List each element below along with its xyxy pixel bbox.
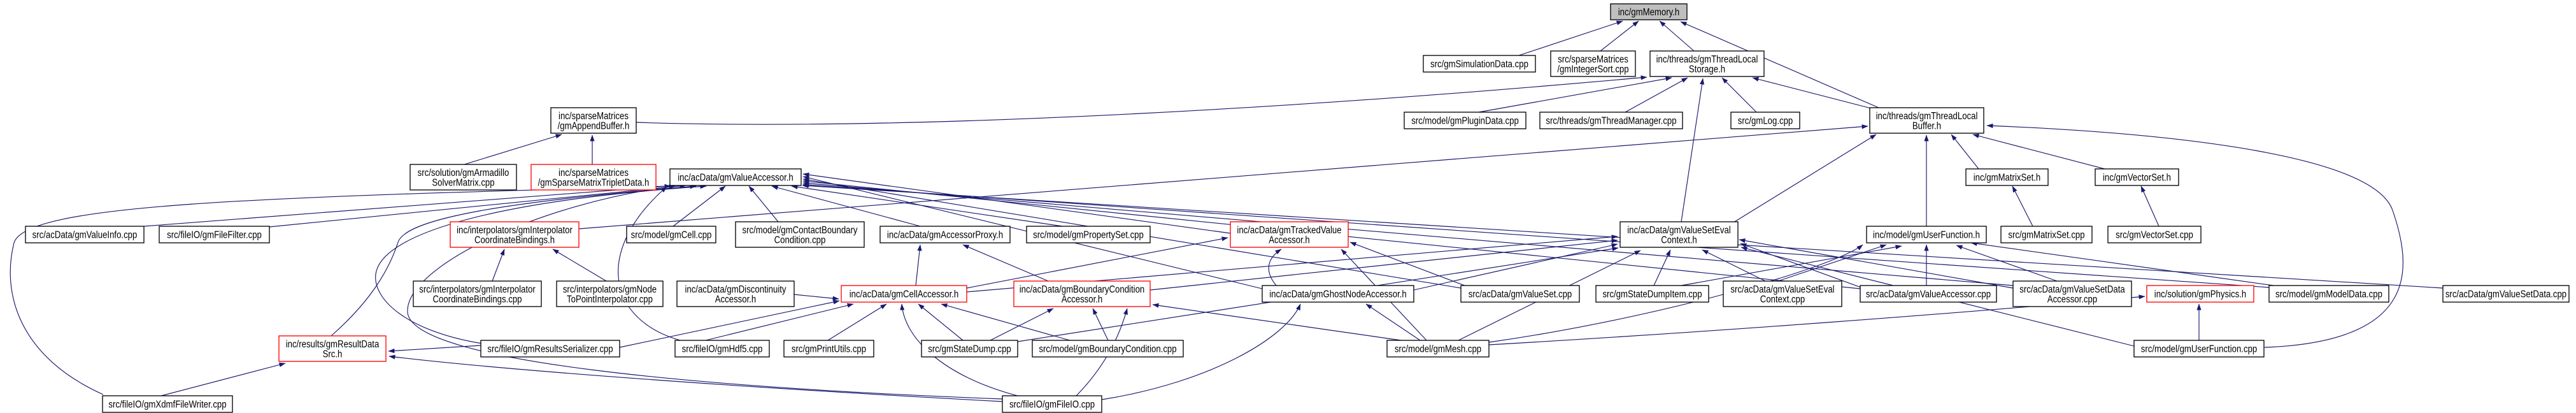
svg-text:src/model/gmCell.cpp: src/model/gmCell.cpp (631, 230, 712, 241)
svg-text:inc/acData/gmTrackedValue: inc/acData/gmTrackedValue (1237, 225, 1341, 236)
svg-text:inc/acData/gmDiscontinuity: inc/acData/gmDiscontinuity (685, 284, 786, 295)
svg-text:inc/gmMatrixSet.h: inc/gmMatrixSet.h (1974, 173, 2041, 184)
svg-text:Src.h: Src.h (323, 349, 343, 359)
svg-text:Context.h: Context.h (1661, 235, 1697, 245)
svg-text:src/acData/gmValueSetEval: src/acData/gmValueSetEval (1730, 284, 1834, 295)
svg-text:src/fileIO/gmFileFilter.cpp: src/fileIO/gmFileFilter.cpp (167, 230, 262, 241)
svg-text:src/fileIO/gmHdf5.cpp: src/fileIO/gmHdf5.cpp (682, 344, 763, 355)
svg-text:inc/acData/gmCellAccessor.h: inc/acData/gmCellAccessor.h (850, 289, 959, 300)
svg-text:inc/acData/gmAccessorProxy.h: inc/acData/gmAccessorProxy.h (887, 230, 1003, 241)
svg-text:src/acData/gmValueInfo.cpp: src/acData/gmValueInfo.cpp (32, 230, 138, 241)
svg-text:inc/gmVectorSet.h: inc/gmVectorSet.h (2103, 173, 2171, 184)
svg-text:inc/solution/gmPhysics.h: inc/solution/gmPhysics.h (2154, 289, 2246, 300)
svg-text:src/acData/gmValueSetData: src/acData/gmValueSetData (2019, 284, 2125, 295)
svg-text:CoordinateBindings.h: CoordinateBindings.h (474, 235, 555, 245)
svg-text:Buffer.h: Buffer.h (1912, 120, 1941, 131)
svg-text:src/model/gmContactBoundary: src/model/gmContactBoundary (743, 225, 858, 236)
svg-text:src/model/gmUserFunction.cpp: src/model/gmUserFunction.cpp (2141, 344, 2258, 355)
svg-text:src/gmMatrixSet.cpp: src/gmMatrixSet.cpp (2008, 230, 2084, 241)
svg-text:src/threads/gmThreadManager.cp: src/threads/gmThreadManager.cpp (1546, 116, 1676, 127)
svg-text:inc/sparseMatrices: inc/sparseMatrices (559, 111, 629, 122)
svg-text:src/gmStateDump.cpp: src/gmStateDump.cpp (928, 344, 1011, 355)
svg-text:Accessor.h: Accessor.h (1062, 294, 1103, 305)
svg-text:src/gmLog.cpp: src/gmLog.cpp (1738, 116, 1793, 127)
svg-text:SolverMatrix.cpp: SolverMatrix.cpp (432, 177, 494, 188)
svg-text:inc/threads/gmThreadLocal: inc/threads/gmThreadLocal (1656, 54, 1758, 65)
svg-text:inc/acData/gmBoundaryCondition: inc/acData/gmBoundaryCondition (1020, 284, 1145, 295)
svg-text:src/sparseMatrices: src/sparseMatrices (1558, 54, 1628, 65)
svg-text:src/model/gmPropertySet.cpp: src/model/gmPropertySet.cpp (1033, 230, 1144, 241)
svg-text:src/gmStateDumpItem.cpp: src/gmStateDumpItem.cpp (1602, 289, 1702, 300)
svg-text:src/model/gmMesh.cpp: src/model/gmMesh.cpp (1395, 344, 1481, 355)
svg-text:Accessor.h: Accessor.h (715, 294, 757, 305)
svg-text:Condition.cpp: Condition.cpp (774, 235, 826, 245)
svg-text:src/fileIO/gmFileIO.cpp: src/fileIO/gmFileIO.cpp (1009, 400, 1095, 410)
svg-text:inc/acData/gmGhostNodeAccessor: inc/acData/gmGhostNodeAccessor.h (1269, 289, 1407, 300)
svg-text:Context.cpp: Context.cpp (1760, 294, 1805, 305)
svg-text:src/interpolators/gmNode: src/interpolators/gmNode (563, 284, 657, 295)
svg-text:inc/threads/gmThreadLocal: inc/threads/gmThreadLocal (1876, 111, 1978, 122)
svg-text:inc/sparseMatrices: inc/sparseMatrices (559, 168, 629, 178)
svg-text:src/acData/gmValueSetData.cpp: src/acData/gmValueSetData.cpp (2445, 289, 2566, 300)
svg-text:Accessor.cpp: Accessor.cpp (2047, 294, 2097, 305)
svg-text:CoordinateBindings.cpp: CoordinateBindings.cpp (433, 294, 522, 305)
svg-text:inc/results/gmResultData: inc/results/gmResultData (286, 339, 380, 350)
svg-text:src/model/gmBoundaryCondition.: src/model/gmBoundaryCondition.cpp (1039, 344, 1176, 355)
svg-text:inc/model/gmUserFunction.h: inc/model/gmUserFunction.h (1873, 230, 1980, 241)
svg-text:src/acData/gmValueSet.cpp: src/acData/gmValueSet.cpp (1469, 289, 1572, 300)
svg-text:src/solution/gmArmadillo: src/solution/gmArmadillo (418, 168, 509, 178)
svg-text:src/fileIO/gmResultsSerializer: src/fileIO/gmResultsSerializer.cpp (487, 344, 613, 355)
svg-text:src/model/gmModelData.cpp: src/model/gmModelData.cpp (2275, 289, 2382, 300)
svg-text:Storage.h: Storage.h (1689, 64, 1725, 75)
svg-text:Accessor.h: Accessor.h (1269, 235, 1310, 245)
svg-text:src/gmSimulationData.cpp: src/gmSimulationData.cpp (1430, 59, 1528, 70)
svg-text:/gmSparseMatrixTripletData.h: /gmSparseMatrixTripletData.h (538, 177, 650, 188)
svg-text:/gmIntegerSort.cpp: /gmIntegerSort.cpp (1557, 64, 1628, 75)
svg-text:src/gmVectorSet.cpp: src/gmVectorSet.cpp (2116, 230, 2193, 241)
svg-text:inc/gmMemory.h: inc/gmMemory.h (1618, 7, 1680, 18)
svg-text:src/interpolators/gmInterpolat: src/interpolators/gmInterpolator (419, 284, 536, 295)
svg-text:src/model/gmPluginData.cpp: src/model/gmPluginData.cpp (1411, 116, 1519, 127)
svg-text:src/acData/gmValueAccessor.cpp: src/acData/gmValueAccessor.cpp (1866, 289, 1991, 300)
svg-text:inc/acData/gmValueSetEval: inc/acData/gmValueSetEval (1627, 225, 1731, 236)
svg-text:src/gmPrintUtils.cpp: src/gmPrintUtils.cpp (792, 344, 866, 355)
svg-text:inc/interpolators/gmInterpolat: inc/interpolators/gmInterpolator (457, 225, 573, 236)
svg-text:inc/acData/gmValueAccessor.h: inc/acData/gmValueAccessor.h (678, 173, 793, 184)
svg-text:/gmAppendBuffer.h: /gmAppendBuffer.h (558, 120, 630, 131)
svg-text:ToPointInterpolator.cpp: ToPointInterpolator.cpp (567, 294, 653, 305)
svg-text:src/fileIO/gmXdmfFileWriter.cp: src/fileIO/gmXdmfFileWriter.cpp (108, 400, 226, 410)
